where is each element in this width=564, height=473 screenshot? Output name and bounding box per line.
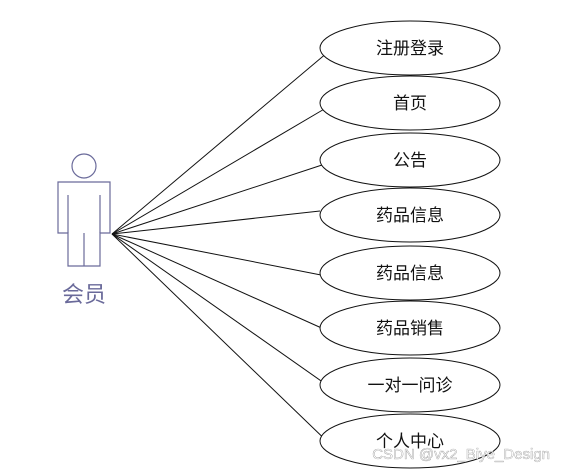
association-line xyxy=(111,210,321,235)
use-case-7: 一对一问诊 xyxy=(319,357,501,413)
watermark-text: CSDN @vx2_Biye_Design xyxy=(372,446,550,463)
use-case-label: 药品信息 xyxy=(376,206,444,226)
actor: 会员 xyxy=(57,153,111,308)
actor-label: 会员 xyxy=(62,283,106,308)
association-line xyxy=(111,164,323,235)
association-line xyxy=(111,46,335,235)
use-case-2: 首页 xyxy=(319,75,501,131)
association-line xyxy=(111,233,337,451)
use-case-ellipses: 注册登录 首页 公告 药品信息 药品信息 药品销售 xyxy=(319,20,501,469)
association-line xyxy=(111,233,335,391)
use-case-8: 个人中心 xyxy=(319,413,501,469)
association-line xyxy=(111,233,327,331)
use-case-label: 首页 xyxy=(393,94,427,114)
association-line xyxy=(111,107,327,235)
use-case-label: 公告 xyxy=(393,151,427,171)
use-case-label: 注册登录 xyxy=(376,39,444,59)
use-case-label: 个人中心 xyxy=(376,432,444,452)
person-icon xyxy=(57,153,111,267)
use-case-label: 药品信息 xyxy=(376,264,444,284)
use-case-3: 公告 xyxy=(319,132,501,188)
association-line xyxy=(111,233,322,276)
use-case-4: 药品信息 xyxy=(319,187,501,243)
use-case-1: 注册登录 xyxy=(319,20,501,76)
use-case-label: 一对一问诊 xyxy=(368,376,453,396)
use-case-5: 药品信息 xyxy=(319,245,501,301)
association-lines xyxy=(111,46,337,451)
use-case-label: 药品销售 xyxy=(376,319,444,339)
use-case-6: 药品销售 xyxy=(319,300,501,356)
